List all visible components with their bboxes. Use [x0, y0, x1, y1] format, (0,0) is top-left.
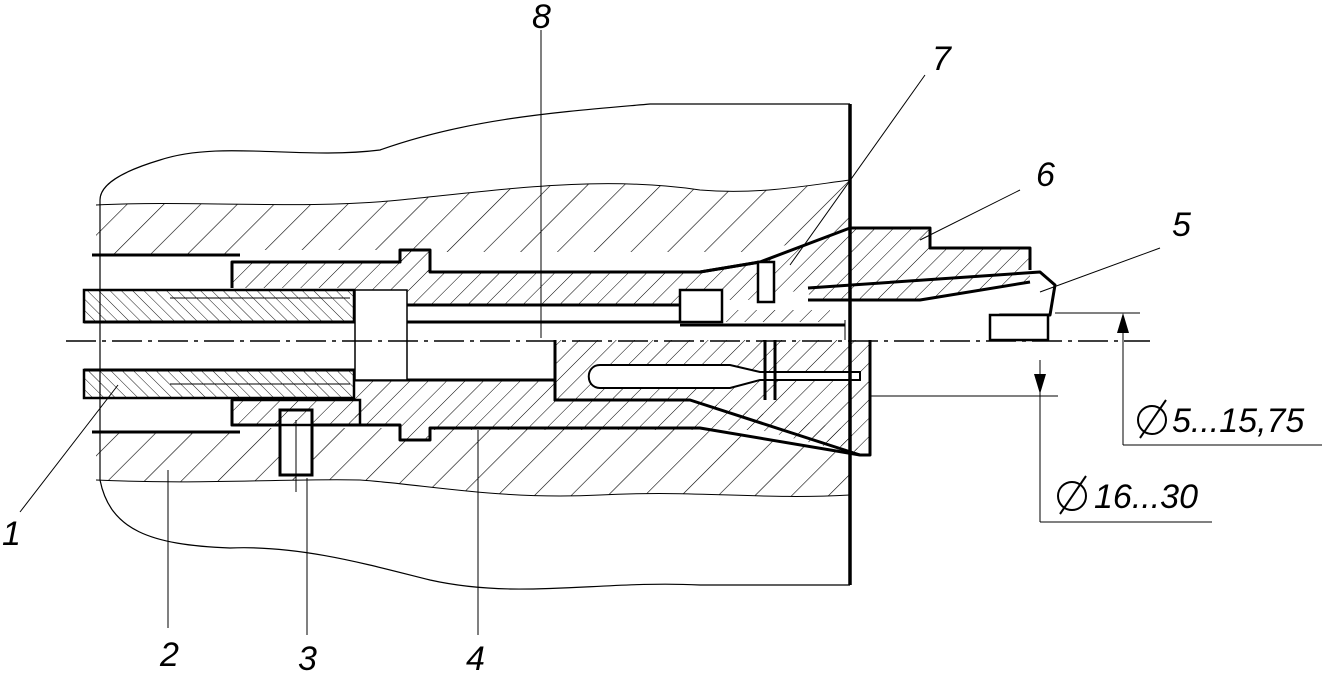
diameter-symbol-outer [1057, 475, 1087, 515]
label-part-8: 8 [532, 0, 551, 36]
sleeve-lower-flange [230, 398, 362, 427]
clamping-nut [760, 228, 1030, 300]
tool-holder-upper [720, 310, 830, 322]
housing-lower-wavy-edge [95, 479, 851, 497]
leader-7 [789, 74, 926, 266]
label-part-3: 3 [298, 640, 317, 673]
diameter-symbol-inner [1137, 399, 1167, 439]
label-part-4: 4 [466, 640, 485, 673]
shaft-upper [82, 288, 356, 324]
label-part-1: 1 [2, 515, 21, 553]
pin-part-7 [756, 260, 776, 304]
label-part-6: 6 [1036, 156, 1055, 194]
label-part-2: 2 [159, 636, 179, 673]
sleeve-lower [355, 380, 860, 455]
key-block [678, 288, 724, 324]
dim-inner-value: 5...15,75 [1172, 402, 1304, 440]
dim-inner-arrow [1117, 313, 1129, 333]
label-part-7: 7 [932, 40, 952, 78]
leader-5 [1039, 247, 1161, 293]
housing-break-outline [99, 103, 850, 590]
housing-lower-section [96, 428, 850, 497]
sleeve-window [354, 289, 408, 381]
housing-upper-section [96, 180, 850, 272]
sleeve-upper-outline [230, 248, 761, 307]
label-part-5: 5 [1172, 206, 1191, 244]
dim-outer-value: 16...30 [1094, 478, 1198, 516]
leader-6 [919, 189, 1021, 241]
cone-slot [587, 364, 861, 389]
cone-lower-outline [553, 340, 872, 457]
dim-outer-arrow [1034, 374, 1046, 394]
collet-tip [988, 313, 1050, 342]
housing-upper-wavy-edge [95, 179, 851, 206]
leader-1 [19, 384, 119, 513]
collet-jaw [808, 280, 1031, 302]
